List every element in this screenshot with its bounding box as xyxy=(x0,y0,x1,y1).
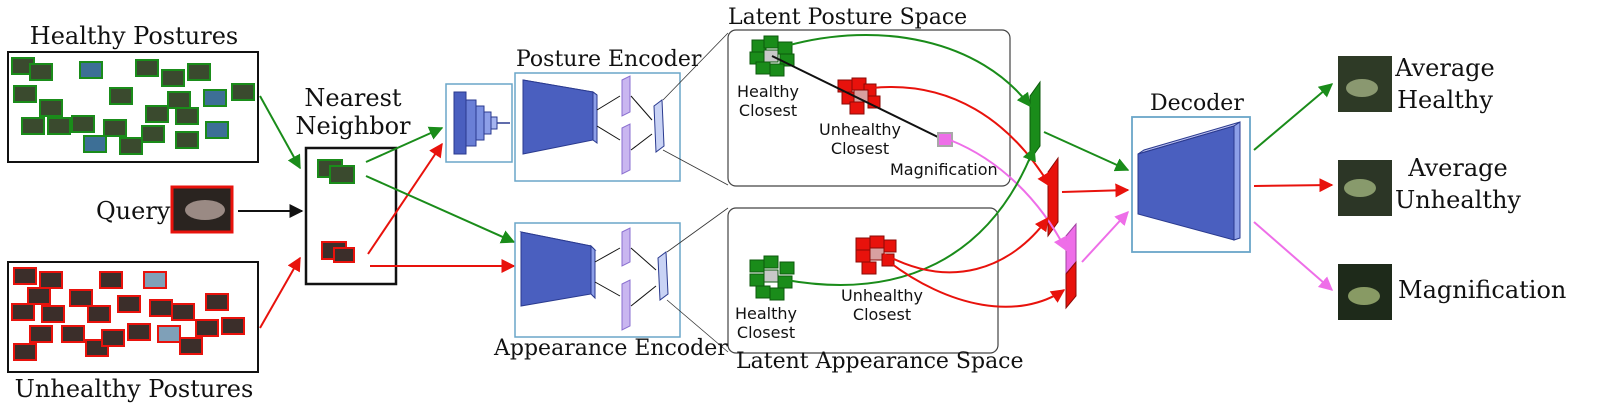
unhealthy-thumbnails xyxy=(11,267,245,361)
output-average-unhealthy-label: Average Unhealthy xyxy=(1392,152,1524,216)
latent-bar-unhealthy xyxy=(1047,156,1059,238)
arrow-decoder-to-healthy xyxy=(1253,83,1334,151)
posture-encoder-title: Posture Encoder xyxy=(516,47,702,72)
healthy-postures-panel xyxy=(7,51,259,163)
query-label: Query xyxy=(96,197,171,225)
arrow-nn-healthy-to-pyramid xyxy=(365,126,444,163)
curve-appearance-healthy xyxy=(785,146,1036,286)
magnification-point-marker xyxy=(937,132,953,147)
latent-bar-healthy xyxy=(1029,80,1041,162)
curve-posture-healthy xyxy=(785,33,1031,108)
output-average-unhealthy-line2: Unhealthy xyxy=(1395,186,1521,214)
healthy-closest-appearance-label: Healthy Closest xyxy=(728,304,804,342)
output-magnification-label: Magnification xyxy=(1398,276,1567,304)
healthy-closest-appearance-line2: Closest xyxy=(736,323,796,342)
unhealthy-closest-appearance-label: Unhealthy Closest xyxy=(834,286,930,324)
unhealthy-closest-posture-label: Unhealthy Closest xyxy=(812,120,908,158)
unhealthy-closest-posture-line2: Closest xyxy=(830,139,890,158)
appearance-encoder xyxy=(514,222,681,338)
arrow-bar-mag-to-decoder xyxy=(1081,210,1129,263)
unhealthy-closest-posture-line1: Unhealthy xyxy=(819,120,901,139)
arrow-bar-healthy-to-decoder xyxy=(1043,131,1130,172)
arrow-nn-unhealthy-to-pyramid xyxy=(367,142,443,255)
curve-posture-unhealthy xyxy=(871,86,1051,188)
latent-bar-magnification xyxy=(1065,222,1077,310)
latent-appearance-space xyxy=(727,207,999,354)
latent-posture-space xyxy=(727,29,1011,187)
appearance-encoder-title: Appearance Encoder xyxy=(494,336,728,361)
healthy-closest-appearance-line1: Healthy xyxy=(734,304,797,323)
unhealthy-postures-panel xyxy=(7,261,259,373)
output-average-healthy-line2: Healthy xyxy=(1397,86,1493,114)
arrow-unhealthy-to-nn xyxy=(259,256,301,329)
magnification-direction-line xyxy=(771,55,945,141)
curve-appearance-unhealthy-b xyxy=(883,257,1066,308)
output-image-magnification xyxy=(1338,264,1392,320)
curve-appearance-unhealthy-a xyxy=(883,216,1049,274)
healthy-closest-posture-label: Healthy Closest xyxy=(730,82,806,120)
latent-posture-space-title: Latent Posture Space xyxy=(728,5,968,30)
arrow-healthy-to-nn xyxy=(259,95,301,170)
healthy-postures-title: Healthy Postures xyxy=(29,22,239,50)
output-image-unhealthy xyxy=(1338,160,1392,216)
output-average-healthy-line1: Average xyxy=(1395,54,1495,82)
healthy-cluster-appearance xyxy=(749,255,795,301)
decoder-title: Decoder xyxy=(1150,91,1244,116)
unhealthy-cluster-posture xyxy=(837,77,881,115)
healthy-cluster-posture xyxy=(749,35,795,77)
pyramid-network xyxy=(445,83,513,163)
nn-unhealthy-thumbs xyxy=(321,241,355,263)
posture-encoder xyxy=(514,72,681,182)
arrow-decoder-to-magnification xyxy=(1253,221,1334,291)
nn-healthy-thumbs xyxy=(317,159,355,184)
nearest-neighbor-box xyxy=(304,146,398,286)
latent-appearance-space-title: Latent Appearance Space xyxy=(736,349,1024,374)
output-image-healthy xyxy=(1338,56,1392,112)
unhealthy-postures-title: Unhealthy Postures xyxy=(14,375,254,403)
query-image xyxy=(170,185,234,234)
decoder xyxy=(1131,116,1251,253)
nearest-neighbor-label: Nearest Neighbor xyxy=(288,84,418,140)
output-average-unhealthy-line1: Average xyxy=(1408,154,1508,182)
unhealthy-closest-appearance-line2: Closest xyxy=(852,305,912,324)
output-average-healthy-label: Average Healthy xyxy=(1390,52,1500,116)
healthy-closest-posture-line2: Closest xyxy=(738,101,798,120)
arrow-decoder-to-unhealthy xyxy=(1253,178,1334,193)
arrow-nn-healthy-to-appearance xyxy=(365,175,516,244)
healthy-thumbnails xyxy=(11,57,255,155)
nearest-neighbor-line1: Nearest xyxy=(304,84,402,112)
magnification-point-label: Magnification xyxy=(890,160,998,179)
healthy-closest-posture-line1: Healthy xyxy=(736,82,799,101)
arrow-bar-unhealthy-to-decoder xyxy=(1061,183,1130,198)
nearest-neighbor-line2: Neighbor xyxy=(295,112,411,140)
unhealthy-closest-appearance-line1: Unhealthy xyxy=(841,286,923,305)
